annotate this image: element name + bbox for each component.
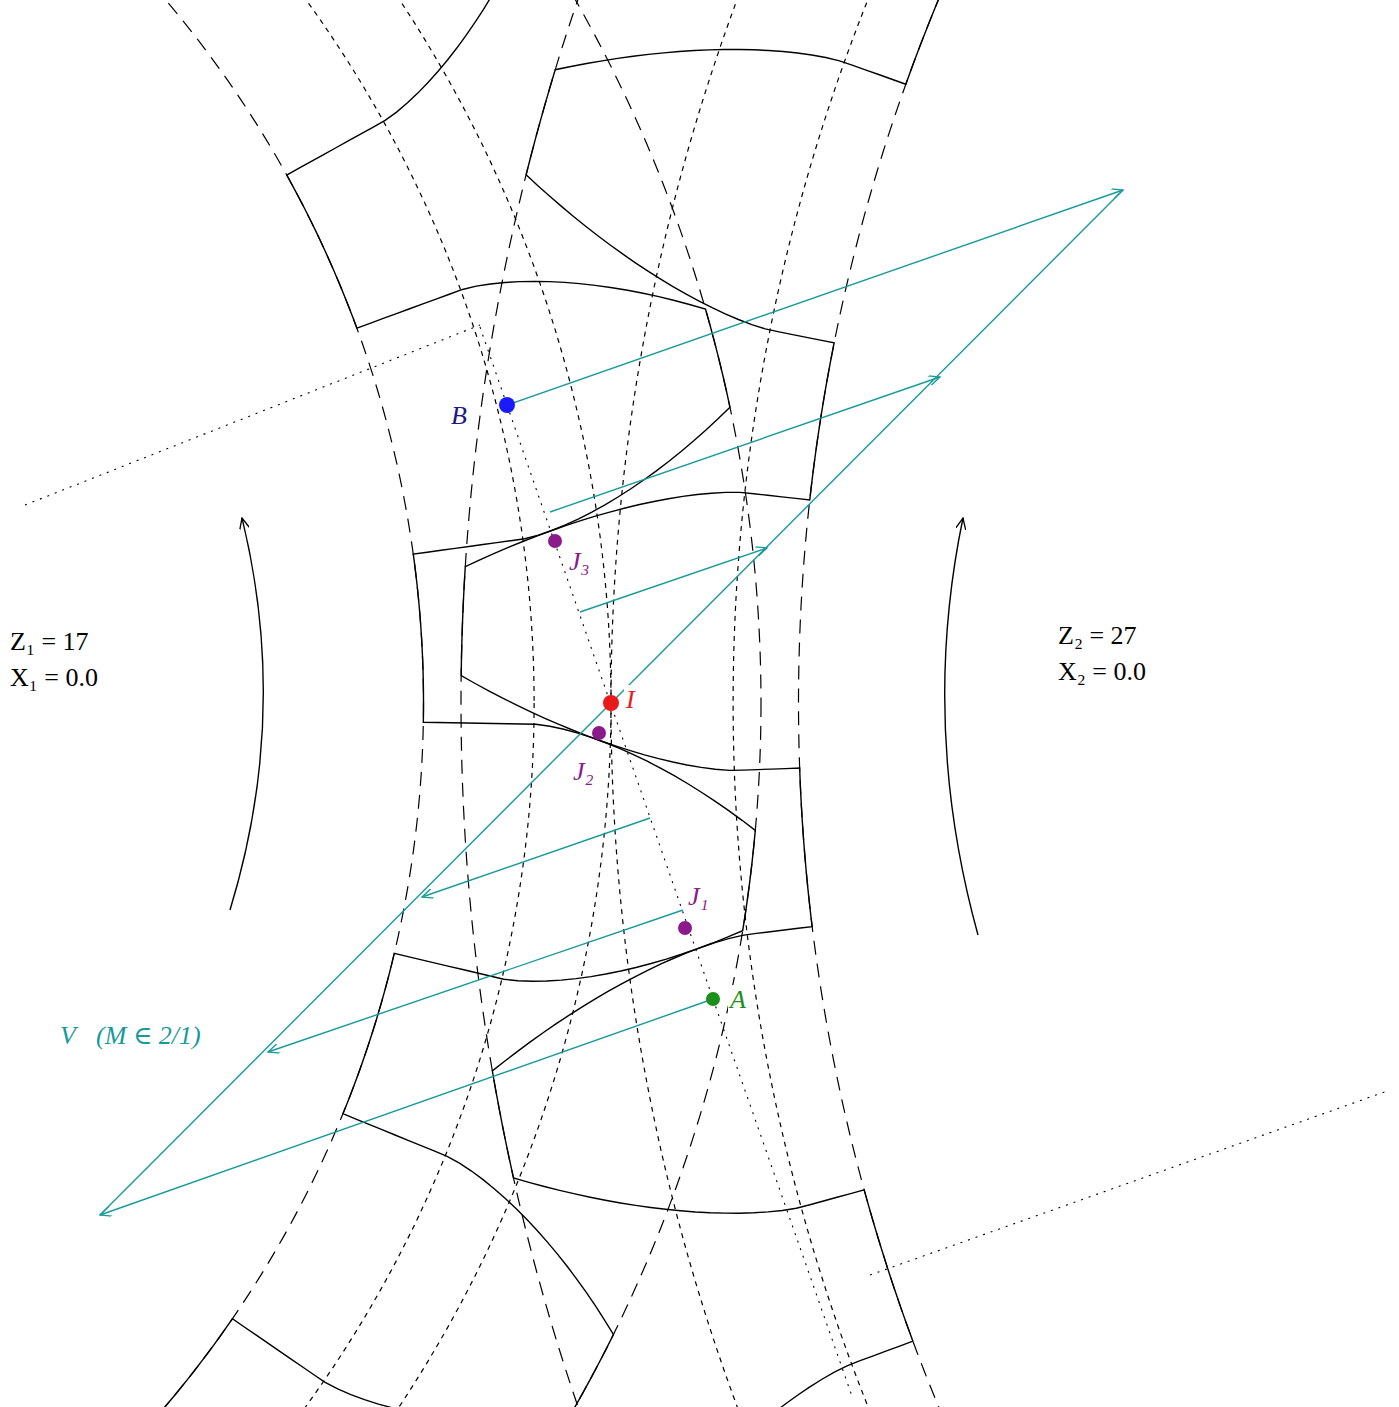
point-label: I: [624, 686, 637, 715]
velocity-arrow: [507, 190, 1123, 405]
velocity-arrow: [268, 910, 683, 1052]
point-label-text: J₂: [571, 757, 596, 786]
gear-parameter-text: Z₁ = 17: [8, 627, 91, 656]
point-label: A: [728, 986, 748, 1015]
gear-profile: [461, 0, 1140, 1407]
gear-parameter: X₂ = 0.0: [1056, 658, 1148, 687]
velocity-arrow: [580, 548, 767, 612]
gear-circle: [733, 0, 1399, 1407]
gear-parameter: X₁ = 0.0: [8, 664, 100, 693]
gear-circle: [0, 0, 424, 1407]
gear-parameter: Z₁ = 17: [8, 628, 91, 657]
point-marker: [603, 695, 619, 711]
point-label-text: J₃: [567, 547, 592, 576]
point-marker: [548, 534, 562, 548]
gear-parameter-text: X₁ = 0.0: [8, 663, 100, 692]
vector-label-text: V⃗(M ∈ 2/1): [58, 1021, 203, 1050]
velocity-envelope: [100, 190, 1123, 1215]
point-marker: [678, 921, 692, 935]
gear-circle: [799, 0, 1399, 1407]
point-marker: [706, 992, 720, 1006]
point-label: B: [449, 402, 469, 431]
point-label-text: B: [449, 401, 469, 430]
point-label-text: J₁: [686, 882, 711, 911]
dotted-line: [480, 327, 507, 405]
gear-parameter-text: Z₂ = 27: [1056, 621, 1139, 650]
rotation-arrow: [945, 518, 978, 935]
point-label: J₂: [571, 758, 596, 787]
point-label: J₁: [686, 883, 711, 912]
rotation-arrow: [230, 518, 263, 910]
dotted-line: [870, 1090, 1390, 1275]
velocity-arrow: [422, 818, 650, 897]
gear-circle: [0, 0, 534, 1407]
gear-circle: [611, 0, 1399, 1407]
vector-label: V⃗(M ∈ 2/1): [58, 1022, 203, 1051]
point-label-text: A: [728, 985, 748, 1014]
gear-circle: [0, 0, 761, 1407]
point-label: J₃: [567, 548, 592, 577]
dotted-line: [713, 999, 853, 1399]
point-label-text: I: [624, 685, 637, 714]
gear-circle: [461, 0, 1399, 1407]
dotted-line: [25, 325, 480, 505]
gear-profile: [0, 0, 755, 1407]
point-marker: [592, 726, 606, 740]
gear-parameter-text: X₂ = 0.0: [1056, 657, 1148, 686]
velocity-arrow: [550, 377, 940, 512]
point-marker: [499, 397, 515, 413]
gear-parameter: Z₂ = 27: [1056, 622, 1139, 651]
